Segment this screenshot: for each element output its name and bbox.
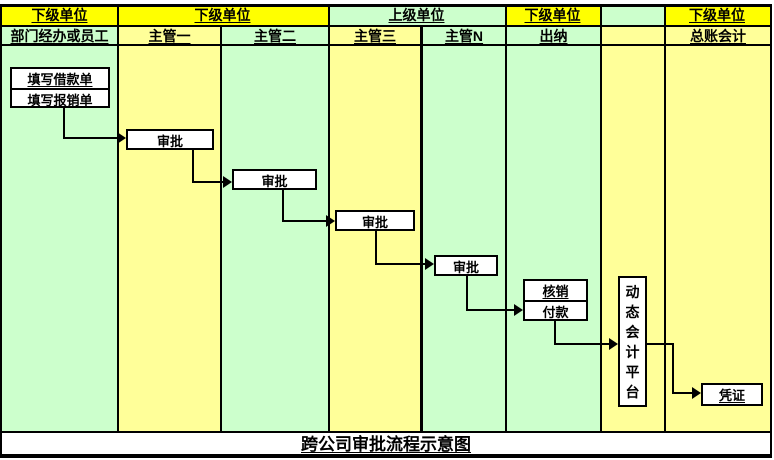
- node-fill-reimburse-label: 填写报销单: [27, 93, 93, 108]
- connector-7-horizontal-a: [647, 343, 674, 345]
- connector-3-horizontal: [282, 220, 326, 222]
- group-header-bg-5: [600, 4, 664, 25]
- border-left: [0, 4, 2, 458]
- lane-divider-4-thick: [420, 25, 423, 431]
- node-voucher-label: 凭证: [718, 388, 745, 403]
- arrowhead-6-icon: [609, 338, 618, 350]
- connector-2-horizontal: [192, 181, 223, 183]
- connector-1-horizontal: [63, 137, 117, 139]
- lane-header-managerN: 主管N: [444, 27, 484, 44]
- group-header-bg-1: [2, 4, 117, 25]
- connector-1-vertical: [63, 107, 65, 139]
- lane-header-manager3: 主管三: [354, 27, 396, 44]
- lane-bg-managerN: [420, 25, 505, 431]
- node-approve-1-label: 审批: [156, 134, 183, 149]
- border-top: [0, 4, 772, 7]
- lane-header-cashier: 出纳: [539, 27, 568, 44]
- connector-7-vertical: [672, 343, 674, 394]
- lane-divider-6: [600, 4, 602, 431]
- group-header-subordinate-3: 下级单位: [524, 6, 581, 23]
- arrowhead-4-icon: [425, 258, 434, 270]
- footer-band: [2, 431, 770, 454]
- group-header-bg-6: [664, 4, 770, 25]
- connector-6-vertical: [554, 321, 556, 345]
- arrowhead-2-icon: [223, 176, 232, 188]
- lane-header-manager1: 主管一: [148, 27, 191, 44]
- node-approve-4: 审批: [434, 255, 498, 276]
- row-divider-2: [0, 44, 772, 46]
- border-bottom: [0, 454, 772, 458]
- lane-divider-5: [505, 4, 507, 431]
- node-fill-forms: 填写借款单 填写报销单: [10, 67, 110, 108]
- node-accounting-platform: 动态会计平台: [618, 276, 647, 407]
- row-divider-1: [0, 25, 772, 27]
- lane-header-manager2: 主管二: [254, 27, 296, 44]
- arrowhead-7-icon: [692, 387, 701, 399]
- node-approve-2: 审批: [232, 169, 317, 190]
- group-header-bg-4: [505, 4, 600, 25]
- connector-4-vertical: [375, 231, 377, 265]
- connector-3-vertical: [282, 190, 284, 222]
- node-voucher: 凭证: [701, 383, 763, 406]
- node-accounting-platform-label: 动态会计平台: [625, 284, 640, 400]
- node-approve-1: 审批: [126, 129, 214, 150]
- border-right: [770, 4, 772, 458]
- group-header-superior: 上级单位: [388, 6, 445, 23]
- lane-divider-1: [117, 4, 119, 431]
- connector-7-horizontal-b: [672, 392, 692, 394]
- arrowhead-1-icon: [117, 132, 126, 144]
- connector-2-vertical: [192, 150, 194, 183]
- node-fill-loan-label: 填写借款单: [12, 69, 108, 90]
- group-header-bg-3: [328, 4, 505, 25]
- lane-bg-cashier: [505, 25, 600, 431]
- node-approve-2-label: 审批: [261, 174, 288, 189]
- lane-divider-2: [220, 25, 222, 431]
- connector-5-vertical: [466, 276, 468, 311]
- node-payment-label: 付款: [542, 305, 569, 320]
- lane-header-operator: 部门经办或员工: [10, 27, 109, 44]
- lane-bg-manager1: [117, 25, 220, 431]
- node-approve-3: 审批: [335, 210, 415, 231]
- node-writeoff-payment: 核销 付款: [523, 279, 588, 321]
- lane-header-ledger: 总账会计: [690, 27, 746, 44]
- node-approve-4-label: 审批: [452, 260, 479, 275]
- node-approve-3-label: 审批: [361, 215, 388, 230]
- group-header-subordinate-2: 下级单位: [194, 6, 251, 23]
- node-writeoff-label: 核销: [525, 281, 586, 302]
- diagram-title: 跨公司审批流程示意图: [301, 435, 471, 454]
- connector-5-horizontal: [466, 309, 514, 311]
- group-header-subordinate-4: 下级单位: [689, 6, 745, 23]
- lane-header-empty: [602, 27, 664, 44]
- group-header-empty: [600, 4, 664, 25]
- lane-bg-manager2: [220, 25, 328, 431]
- connector-6-horizontal: [554, 343, 609, 345]
- arrowhead-3-icon: [326, 215, 335, 227]
- lane-bg-ledger: [664, 25, 770, 431]
- connector-4-horizontal: [375, 263, 425, 265]
- footer-divider: [0, 431, 772, 433]
- group-header-subordinate-1: 下级单位: [31, 6, 88, 23]
- lane-divider-7: [664, 4, 666, 431]
- arrowhead-5-icon: [514, 304, 523, 316]
- group-header-bg-2: [117, 4, 328, 25]
